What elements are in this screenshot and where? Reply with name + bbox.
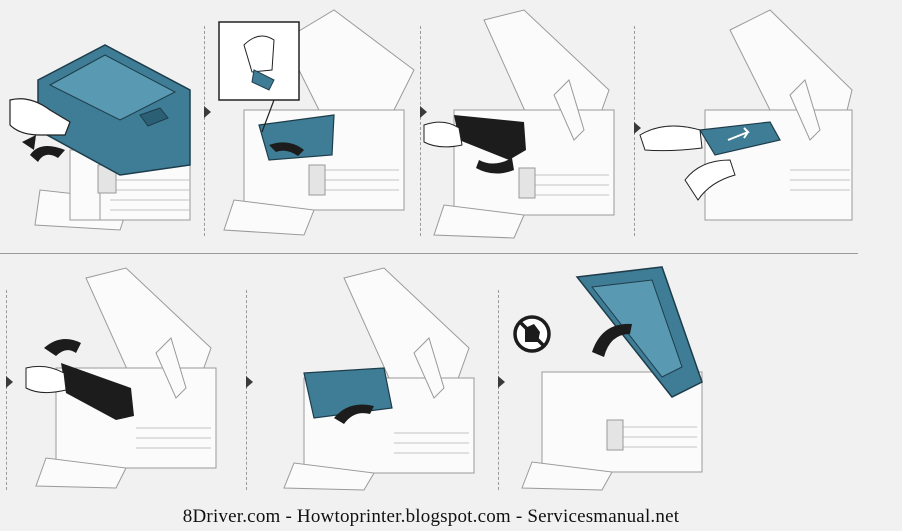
step-arrow-icon xyxy=(6,376,13,388)
step-open-inner-cover-zoom xyxy=(214,9,415,240)
step-pull-jammed-paper xyxy=(639,9,860,240)
step-close-scanner-lid xyxy=(512,262,712,492)
scanner-lid-close-icon xyxy=(513,266,703,491)
row-divider xyxy=(0,253,858,254)
paper-jam-remove-icon xyxy=(639,9,853,221)
step-arrow-icon xyxy=(498,376,505,388)
no-touch-hand-icon xyxy=(513,315,551,353)
step-divider xyxy=(204,26,205,236)
step-arrow-icon xyxy=(246,376,253,388)
step-arrow-icon xyxy=(420,106,427,118)
printer-scanner-open-icon xyxy=(9,44,191,231)
step-open-scanner-lid xyxy=(9,40,200,240)
step-insert-toner xyxy=(25,267,226,489)
toner-insert-icon xyxy=(25,267,217,489)
step-arrow-icon xyxy=(634,122,641,134)
inner-cover-close-icon xyxy=(283,267,475,491)
step-close-inner-cover xyxy=(283,267,484,491)
step-divider xyxy=(246,290,247,490)
step-remove-toner xyxy=(423,9,624,240)
step-divider xyxy=(420,26,421,236)
toner-remove-icon xyxy=(423,9,615,239)
printer-cover-release-icon xyxy=(218,9,415,236)
step-divider xyxy=(6,290,7,490)
step-divider xyxy=(498,290,499,490)
footer-credits: 8Driver.com - Howtoprinter.blogspot.com … xyxy=(182,506,680,527)
step-arrow-icon xyxy=(204,106,211,118)
